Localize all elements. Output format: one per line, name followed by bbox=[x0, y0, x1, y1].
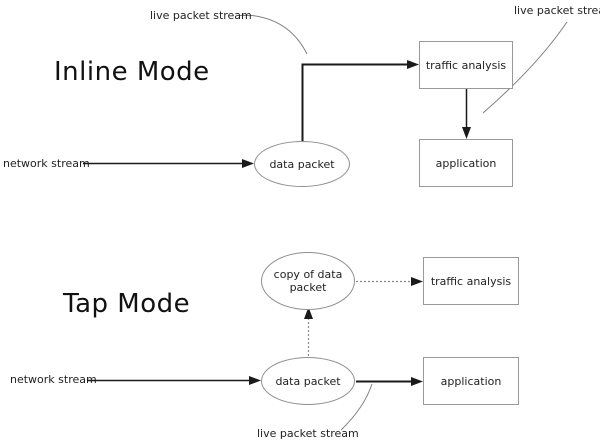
arrowhead bbox=[249, 376, 261, 385]
annotation-curve-top-right bbox=[482, 21, 568, 114]
arrowhead bbox=[242, 159, 254, 168]
tap-copy-of-data-packet-ellipse: copy of data packet bbox=[261, 252, 355, 310]
inline-traffic-analysis-box: traffic analysis bbox=[419, 41, 513, 89]
arrow-inline-datapacket-to-analysis bbox=[301, 63, 408, 141]
inline-live-packet-stream-label-top: live packet stream bbox=[150, 9, 252, 22]
arrowhead bbox=[407, 60, 419, 69]
arrowhead bbox=[411, 277, 423, 286]
inline-data-packet-ellipse: data packet bbox=[254, 141, 350, 187]
inline-live-packet-stream-label-right: live packet stream bbox=[514, 4, 600, 17]
tap-network-stream-label: network stream bbox=[10, 373, 97, 386]
inline-mode-title: Inline Mode bbox=[54, 57, 210, 87]
tap-live-packet-stream-label-bottom: live packet stream bbox=[257, 427, 359, 440]
arrowhead bbox=[411, 377, 423, 386]
annotation-curve-top-left bbox=[239, 15, 308, 55]
inline-network-stream-label: network stream bbox=[3, 157, 90, 170]
tap-traffic-analysis-box: traffic analysis bbox=[423, 257, 519, 305]
tap-data-packet-ellipse: data packet bbox=[261, 357, 355, 405]
tap-application-box: application bbox=[423, 357, 519, 405]
annotation-curve-bottom bbox=[340, 383, 373, 431]
arrowhead bbox=[462, 127, 471, 139]
tap-mode-title: Tap Mode bbox=[63, 289, 191, 319]
arrowhead bbox=[304, 307, 313, 319]
inline-application-box: application bbox=[419, 139, 513, 187]
